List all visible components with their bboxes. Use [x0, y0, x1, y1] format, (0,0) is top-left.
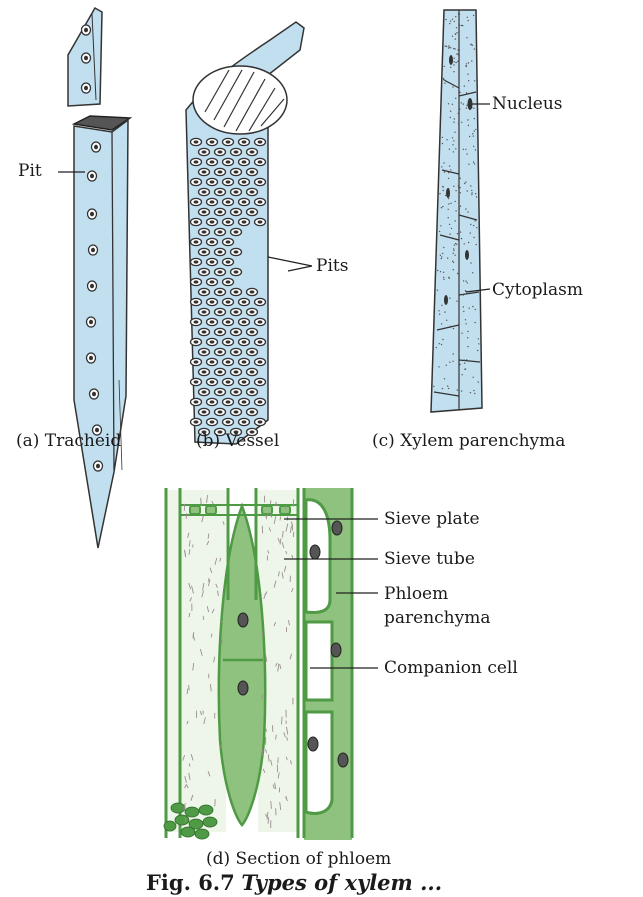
vessel-drawing: [186, 22, 312, 444]
figure-number: Fig. 6.7: [146, 870, 235, 895]
caption-vessel: (b) Vessel: [196, 433, 279, 450]
nucleus-mark: [468, 98, 473, 110]
label-phloem-parenchyma-2: parenchyma: [384, 610, 490, 627]
label-sieve-tube: Sieve tube: [384, 551, 475, 568]
label-pit: Pit: [18, 163, 42, 180]
label-cytoplasm: Cytoplasm: [492, 282, 583, 299]
label-sieve-plate: Sieve plate: [384, 511, 480, 528]
phloem-drawing: [158, 482, 378, 840]
label-phloem-parenchyma-1: Phloem: [384, 586, 448, 603]
caption-xylem-parenchyma: (c) Xylem parenchyma: [372, 433, 565, 450]
xylem-parenchyma-drawing: [431, 10, 490, 412]
label-companion-cell: Companion cell: [384, 660, 518, 677]
label-nucleus: Nucleus: [492, 96, 563, 113]
caption-phloem: (d) Section of phloem: [206, 851, 391, 868]
label-pits: Pits: [316, 258, 348, 275]
caption-tracheid: (a) Tracheid: [16, 433, 121, 450]
figure-title: Types of xylem ...: [241, 870, 442, 895]
tracheid-drawing: [58, 8, 130, 548]
figure-caption: Fig. 6.7 Types of xylem ...: [146, 872, 442, 894]
